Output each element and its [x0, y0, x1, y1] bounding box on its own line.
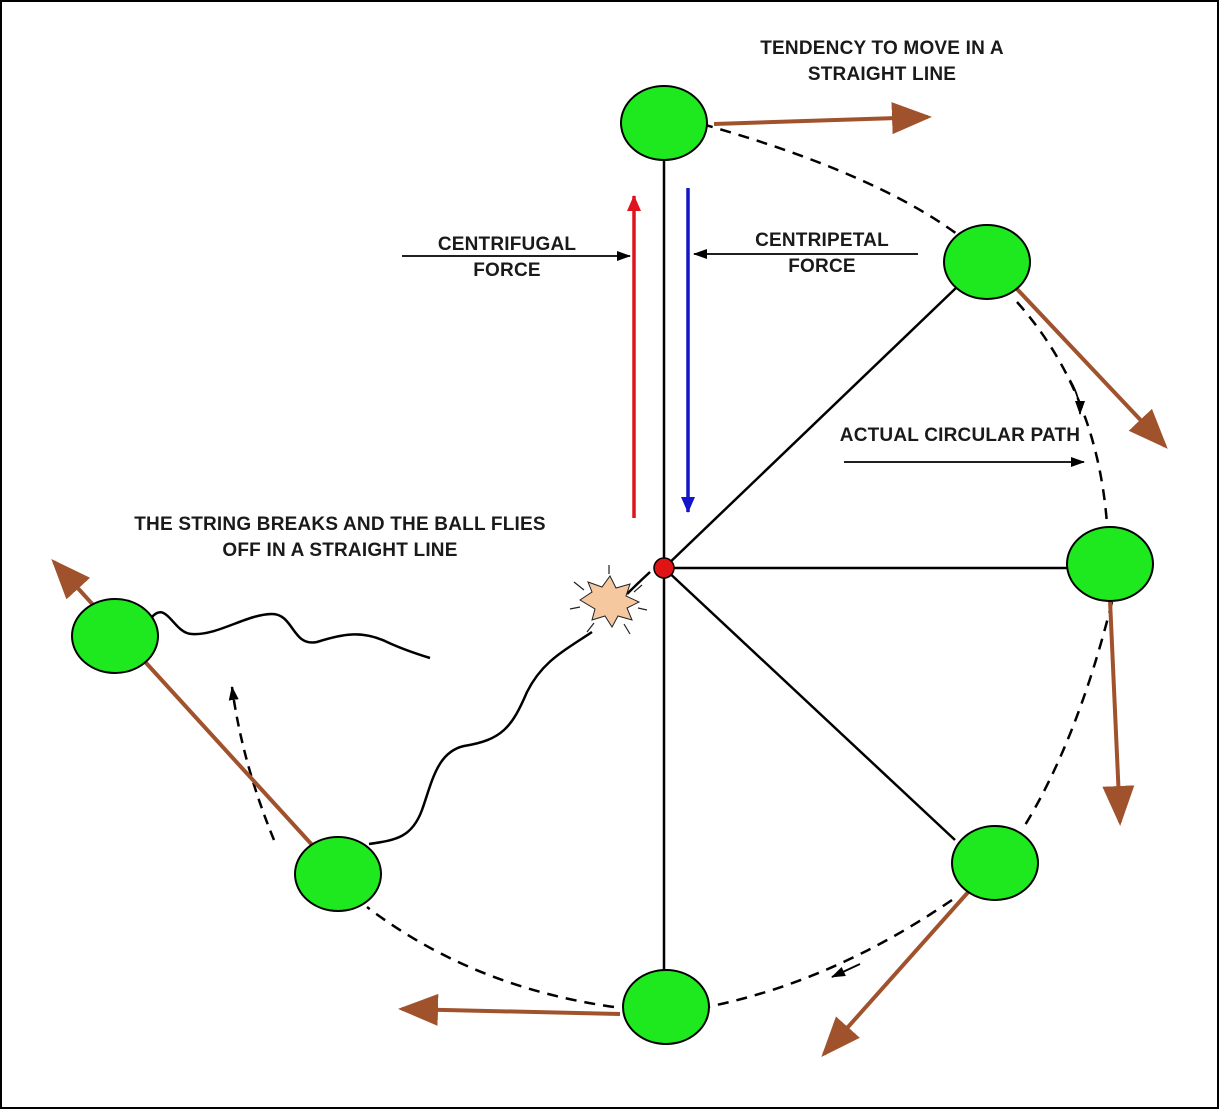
centripetal-label-line1: CENTRIPETAL	[755, 230, 889, 251]
broken-string-stub	[626, 571, 651, 595]
path-arc-top	[701, 122, 958, 236]
tangent-arrow-right	[1102, 599, 1135, 826]
circular-path-label: ACTUAL CIRCULAR PATH	[820, 423, 1100, 449]
path-direction-arrow-left	[228, 686, 276, 841]
tangent-arrow-bottom	[398, 993, 621, 1026]
tangent-arrow-top	[713, 102, 932, 135]
ball-right	[1066, 526, 1154, 602]
centrifugal-label: CENTRIFUGAL FORCE	[412, 232, 602, 284]
ball-top	[620, 85, 708, 161]
broken-string-lower	[368, 630, 593, 846]
circular-path-dashes	[366, 122, 1114, 1009]
centrifugal-label-line2: FORCE	[473, 260, 541, 281]
tangent-arrow-lower-right	[821, 888, 972, 1057]
circular-path-label-text: ACTUAL CIRCULAR PATH	[839, 425, 1081, 446]
broken-string-upper	[151, 611, 431, 660]
path-direction-arrow-bottom	[831, 963, 861, 978]
tangent-arrows	[51, 102, 1168, 1057]
centrifugal-label-line1: CENTRIFUGAL	[437, 234, 577, 255]
label-pointers	[402, 249, 1085, 467]
string-breaks-label-line1: THE STRING BREAKS AND THE BALL FLIES	[134, 514, 546, 535]
path-arc-bottom-right	[706, 898, 953, 1009]
center-pivot	[653, 557, 675, 579]
path-arc-right-lower	[1020, 601, 1114, 831]
string-upper-right	[663, 286, 958, 569]
tangent-arrow-upper-right	[1015, 287, 1168, 449]
centripetal-label: CENTRIPETAL FORCE	[727, 228, 917, 280]
ball-bottom	[622, 969, 710, 1045]
tendency-label-line1: TENDENCY TO MOVE IN A	[760, 38, 1004, 59]
path-direction-arrow-right	[1069, 379, 1085, 415]
balls	[71, 85, 1154, 1045]
broken-string	[151, 571, 651, 846]
tendency-label: TENDENCY TO MOVE IN A STRAIGHT LINE	[737, 36, 1027, 88]
ball-lower-right	[951, 825, 1039, 901]
string-lower-right	[663, 567, 956, 841]
path-direction-arrows	[228, 379, 1085, 978]
ball-lower-left	[294, 836, 382, 912]
ball-escaping	[71, 598, 159, 674]
string-breaks-label-line2: OFF IN A STRAIGHT LINE	[222, 540, 458, 561]
centripetal-label-line2: FORCE	[788, 256, 856, 277]
tendency-label-line2: STRAIGHT LINE	[807, 64, 957, 85]
string-breaks-label: THE STRING BREAKS AND THE BALL FLIES OFF…	[110, 512, 570, 564]
string-break-burst-icon	[569, 565, 648, 635]
path-arc-bottom-left	[366, 906, 615, 1009]
ball-upper-right	[943, 224, 1031, 300]
